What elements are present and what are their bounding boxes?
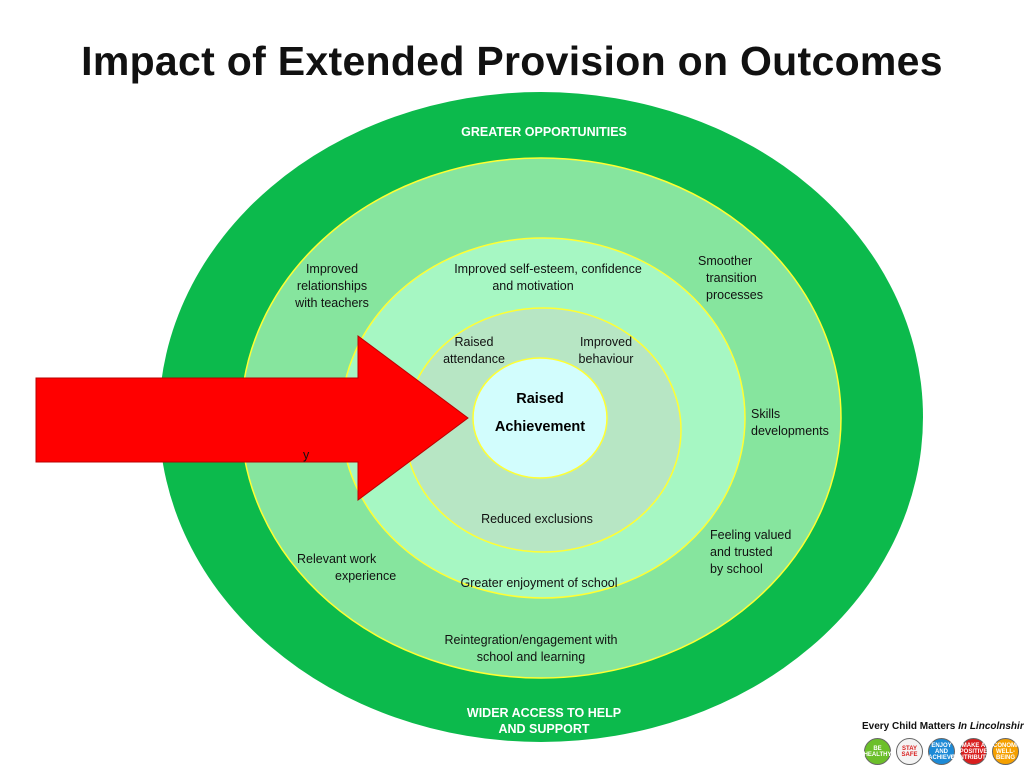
label-line: by school [710,562,763,576]
label-line: developments [751,424,829,438]
label-line: Feeling valued [710,528,792,542]
self-esteem-label: Improved self-esteem, confidence and mot… [430,261,666,295]
ecm-branding: Every Child Matters In Lincolnshire [862,721,1024,732]
branding-text: Every Child Matters [862,721,956,732]
improved-behaviour-label: Improved behaviour [566,334,646,368]
label-line: with teachers [295,296,369,310]
relevant-work-label: Relevant work experience [297,551,417,585]
label-line: attendance [443,352,505,366]
page-title: Impact of Extended Provision on Outcomes [81,38,943,84]
reintegration-label: Reintegration/engagement with school and… [420,632,642,666]
branding-text-italic: In Lincolnshire [958,721,1024,732]
label-line: Skills [751,407,781,421]
center-circle [472,357,608,479]
smoother-transition-label: Smoother transition processes [698,253,778,304]
positive-contribution-badge-icon: MAKE A POSITIVE CONTRIBUTION [951,738,997,765]
raised-achievement-label: Raised Achievement [470,391,610,435]
reduced-exclusions-label: Reduced exclusions [481,512,593,526]
label-line: behaviour [578,352,634,366]
greater-enjoyment-label: Greater enjoyment of school [460,576,618,590]
label-line: Improved [579,335,633,349]
center-line-1: Raised [516,391,564,407]
greater-opportunities-label: GREATER OPPORTUNITIES [461,125,627,139]
label-line: Raised [454,335,494,349]
economic-wellbeing-badge-icon: ECONOMIC WELL-BEING [989,738,1022,765]
be-healthy-badge-icon: BE HEALTHY [864,738,891,765]
label-line: processes [706,288,763,302]
red-arrow [35,335,469,501]
hidden-fragment-label: y [303,448,310,462]
label-line: and trusted [710,545,773,559]
wider-access-line-1: WIDER ACCESS TO HELP [466,706,622,720]
stay-safe-badge-icon: STAY SAFE [896,738,923,765]
label-line: Improved [305,262,359,276]
label-line: experience [335,569,397,583]
label-line: Relevant work [297,552,377,566]
label-line: and motivation [492,279,574,293]
skills-developments-label: Skills developments [751,406,851,440]
label-line: relationships [296,279,368,293]
feeling-valued-label: Feeling valued and trusted by school [710,527,820,578]
label-line: Smoother [698,254,753,268]
enjoy-achieve-badge-icon: ENJOY AND ACHIEVE [928,738,955,765]
wider-access-line-2: AND SUPPORT [498,722,590,736]
center-line-2: Achievement [494,419,586,435]
wider-access-label: WIDER ACCESS TO HELP AND SUPPORT [429,705,659,737]
label-line: Improved self-esteem, confidence [454,262,642,276]
label-line: transition [706,271,757,285]
label-line: Reintegration/engagement with [444,633,618,647]
improved-relationships-label: Improved relationships with teachers [280,261,384,312]
raised-attendance-label: Raised attendance [436,334,512,368]
label-line: school and learning [476,650,586,664]
